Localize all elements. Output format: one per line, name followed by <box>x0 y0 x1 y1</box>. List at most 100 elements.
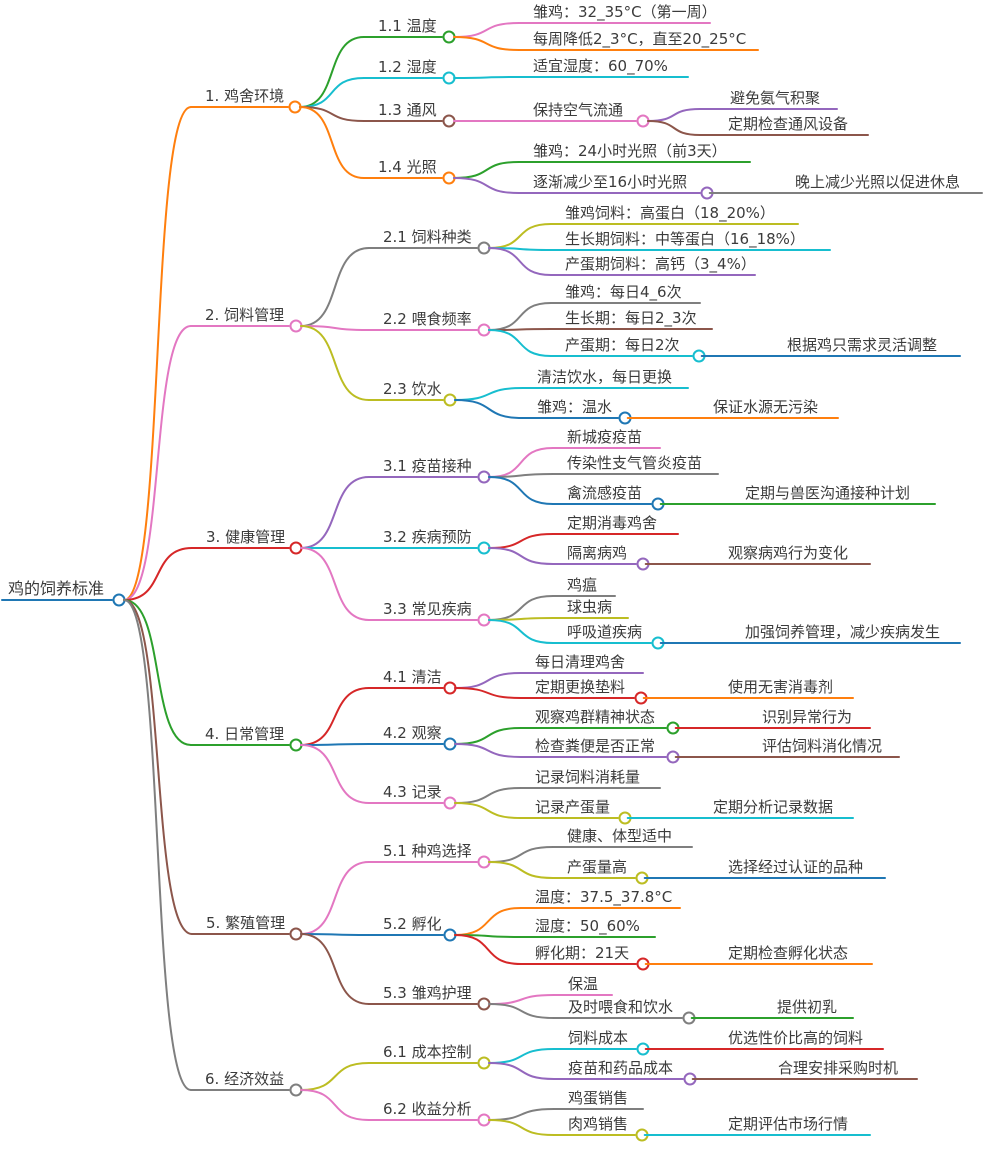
mindmap-node-label[interactable]: 2.3 饮水 <box>383 380 442 398</box>
collapse-handle-icon[interactable] <box>636 114 650 128</box>
collapse-handle-icon[interactable] <box>477 541 491 555</box>
mindmap-node-label[interactable]: 健康、体型适中 <box>567 827 673 845</box>
collapse-handle-icon[interactable] <box>443 393 457 407</box>
mindmap-node-label[interactable]: 1. 鸡舍环境 <box>205 87 285 105</box>
mindmap-node-label[interactable]: 传染性支气管炎疫苗 <box>567 454 703 472</box>
mindmap-node-label[interactable]: 4.2 观察 <box>383 724 442 742</box>
mindmap-root-label[interactable]: 鸡的饲养标准 <box>8 579 105 598</box>
mindmap-node-label[interactable]: 产蛋量高 <box>567 858 628 876</box>
mindmap-node-label[interactable]: 2.2 喂食频率 <box>383 310 472 328</box>
mindmap-node-label[interactable]: 5.1 种鸡选择 <box>383 842 472 860</box>
mindmap-node-label[interactable]: 提供初乳 <box>777 998 838 1016</box>
mindmap-node-label[interactable]: 记录产蛋量 <box>535 798 611 816</box>
mindmap-node-label[interactable]: 雏鸡饲料：高蛋白（18_20%） <box>565 204 775 222</box>
collapse-handle-icon[interactable] <box>477 855 491 869</box>
mindmap-node-label[interactable]: 定期检查孵化状态 <box>728 944 849 962</box>
collapse-handle-icon[interactable] <box>289 319 303 333</box>
mindmap-node-label[interactable]: 4.1 清洁 <box>383 668 442 686</box>
mindmap-node-label[interactable]: 定期更换垫料 <box>535 678 626 696</box>
collapse-handle-icon[interactable] <box>443 737 457 751</box>
mindmap-node-label[interactable]: 肉鸡销售 <box>568 1115 629 1133</box>
mindmap-node-label[interactable]: 定期评估市场行情 <box>728 1115 849 1133</box>
mindmap-node-label[interactable]: 湿度：50_60% <box>535 917 640 935</box>
collapse-handle-icon[interactable] <box>477 323 491 337</box>
mindmap-node-label[interactable]: 定期与兽医沟通接种计划 <box>745 484 911 502</box>
mindmap-node-label[interactable]: 及时喂食和饮水 <box>568 998 674 1016</box>
mindmap-node-label[interactable]: 6.2 收益分析 <box>383 1100 472 1118</box>
mindmap-node-label[interactable]: 呼吸道疾病 <box>567 623 643 641</box>
mindmap-node-label[interactable]: 定期消毒鸡舍 <box>567 514 658 532</box>
mindmap-node-label[interactable]: 雏鸡：每日4_6次 <box>565 283 682 301</box>
mindmap-node-label[interactable]: 1.3 通风 <box>378 101 437 119</box>
mindmap-node-label[interactable]: 逐渐减少至16小时光照 <box>533 173 688 191</box>
collapse-handle-icon[interactable] <box>443 796 457 810</box>
mindmap-node-label[interactable]: 识别异常行为 <box>762 708 853 726</box>
collapse-handle-icon[interactable] <box>289 738 303 752</box>
mindmap-node-label[interactable]: 避免氨气积聚 <box>730 89 821 107</box>
mindmap-node-label[interactable]: 饲料成本 <box>568 1029 629 1047</box>
mindmap-node-label[interactable]: 鸡蛋销售 <box>568 1089 629 1107</box>
collapse-handle-icon[interactable] <box>477 241 491 255</box>
mindmap-node-label[interactable]: 5.2 孵化 <box>383 915 442 933</box>
mindmap-node-label[interactable]: 鸡瘟 <box>567 576 598 594</box>
collapse-handle-icon[interactable] <box>477 997 491 1011</box>
mindmap-node-label[interactable]: 产蛋期：每日2次 <box>565 336 680 354</box>
collapse-handle-icon[interactable] <box>477 1113 491 1127</box>
mindmap-node-label[interactable]: 适宜湿度：60_70% <box>533 57 668 75</box>
mindmap-node-label[interactable]: 2. 饲料管理 <box>205 306 285 324</box>
mindmap-node-label[interactable]: 每日清理鸡舍 <box>535 653 626 671</box>
mindmap-node-label[interactable]: 温度：37.5_37.8°C <box>535 888 673 906</box>
mindmap-node-label[interactable]: 禽流感疫苗 <box>567 484 643 502</box>
mindmap-node-label[interactable]: 3.3 常见疾病 <box>383 600 472 618</box>
collapse-handle-icon[interactable] <box>289 1083 303 1097</box>
mindmap-node-label[interactable]: 生长期：每日2_3次 <box>565 309 697 327</box>
mindmap-node-label[interactable]: 6.1 成本控制 <box>383 1043 472 1061</box>
mindmap-node-label[interactable]: 1.1 温度 <box>378 17 437 35</box>
mindmap-node-label[interactable]: 保持空气流通 <box>533 101 624 119</box>
mindmap-node-label[interactable]: 雏鸡：32_35°C（第一周） <box>533 3 717 21</box>
collapse-handle-icon[interactable] <box>443 928 457 942</box>
mindmap-node-label[interactable]: 3.1 疫苗接种 <box>383 457 472 475</box>
mindmap-node-label[interactable]: 雏鸡：24小时光照（前3天） <box>533 142 727 160</box>
collapse-handle-icon[interactable] <box>443 681 457 695</box>
mindmap-node-label[interactable]: 观察鸡群精神状态 <box>535 708 656 726</box>
mindmap-node-label[interactable]: 疫苗和药品成本 <box>568 1059 674 1077</box>
mindmap-node-label[interactable]: 定期分析记录数据 <box>713 798 834 816</box>
mindmap-node-label[interactable]: 定期检查通风设备 <box>728 115 849 133</box>
mindmap-node-label[interactable]: 生长期饲料：中等蛋白（16_18%） <box>565 230 805 248</box>
mindmap-node-label[interactable]: 检查粪便是否正常 <box>535 737 656 755</box>
mindmap-node-label[interactable]: 雏鸡：温水 <box>537 398 613 416</box>
collapse-handle-icon[interactable] <box>442 71 456 85</box>
mindmap-node-label[interactable]: 合理安排采购时机 <box>778 1059 899 1077</box>
collapse-handle-icon[interactable] <box>442 114 456 128</box>
mindmap-node-label[interactable]: 孵化期：21天 <box>535 944 630 962</box>
mindmap-node-label[interactable]: 3.2 疾病预防 <box>383 528 472 546</box>
mindmap-node-label[interactable]: 加强饲养管理，减少疾病发生 <box>745 623 941 641</box>
mindmap-node-label[interactable]: 4.3 记录 <box>383 783 442 801</box>
mindmap-node-label[interactable]: 优选性价比高的饲料 <box>728 1029 864 1047</box>
mindmap-node-label[interactable]: 记录饲料消耗量 <box>535 768 641 786</box>
collapse-handle-icon[interactable] <box>289 541 303 555</box>
mindmap-node-label[interactable]: 新城疫疫苗 <box>567 428 643 446</box>
mindmap-node-label[interactable]: 球虫病 <box>567 598 613 616</box>
mindmap-node-label[interactable]: 保证水源无污染 <box>713 398 819 416</box>
mindmap-node-label[interactable]: 1.4 光照 <box>378 158 437 176</box>
mindmap-node-label[interactable]: 选择经过认证的品种 <box>728 858 864 876</box>
collapse-handle-icon[interactable] <box>112 593 126 607</box>
collapse-handle-icon[interactable] <box>477 613 491 627</box>
collapse-handle-icon[interactable] <box>288 100 302 114</box>
collapse-handle-icon[interactable] <box>477 1056 491 1070</box>
mindmap-node-label[interactable]: 3. 健康管理 <box>206 528 286 546</box>
mindmap-node-label[interactable]: 产蛋期饲料：高钙（3_4%） <box>565 255 756 273</box>
mindmap-node-label[interactable]: 5.3 雏鸡护理 <box>383 984 472 1002</box>
mindmap-node-label[interactable]: 保温 <box>568 975 599 993</box>
mindmap-node-label[interactable]: 观察病鸡行为变化 <box>728 544 849 562</box>
mindmap-node-label[interactable]: 1.2 湿度 <box>378 58 437 76</box>
collapse-handle-icon[interactable] <box>442 171 456 185</box>
mindmap-node-label[interactable]: 使用无害消毒剂 <box>728 678 834 696</box>
mindmap-node-label[interactable]: 6. 经济效益 <box>205 1070 285 1088</box>
mindmap-node-label[interactable]: 5. 繁殖管理 <box>206 914 286 932</box>
mindmap-node-label[interactable]: 4. 日常管理 <box>205 725 285 743</box>
collapse-handle-icon[interactable] <box>442 30 456 44</box>
mindmap-node-label[interactable]: 2.1 饲料种类 <box>383 228 472 246</box>
